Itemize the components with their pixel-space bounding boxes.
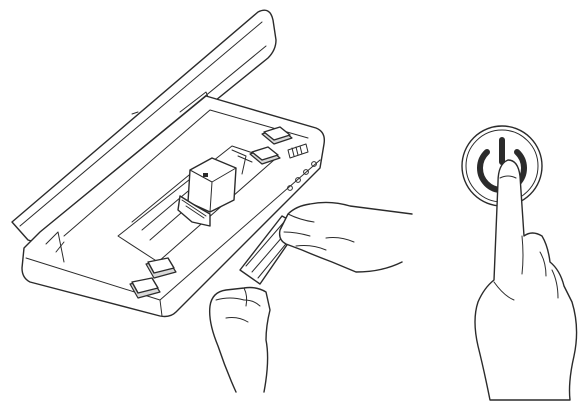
printer-open-lid-icon [12,10,324,316]
finger-press-icon [475,160,577,400]
upper-hand [280,202,412,272]
lower-hand [210,288,270,393]
